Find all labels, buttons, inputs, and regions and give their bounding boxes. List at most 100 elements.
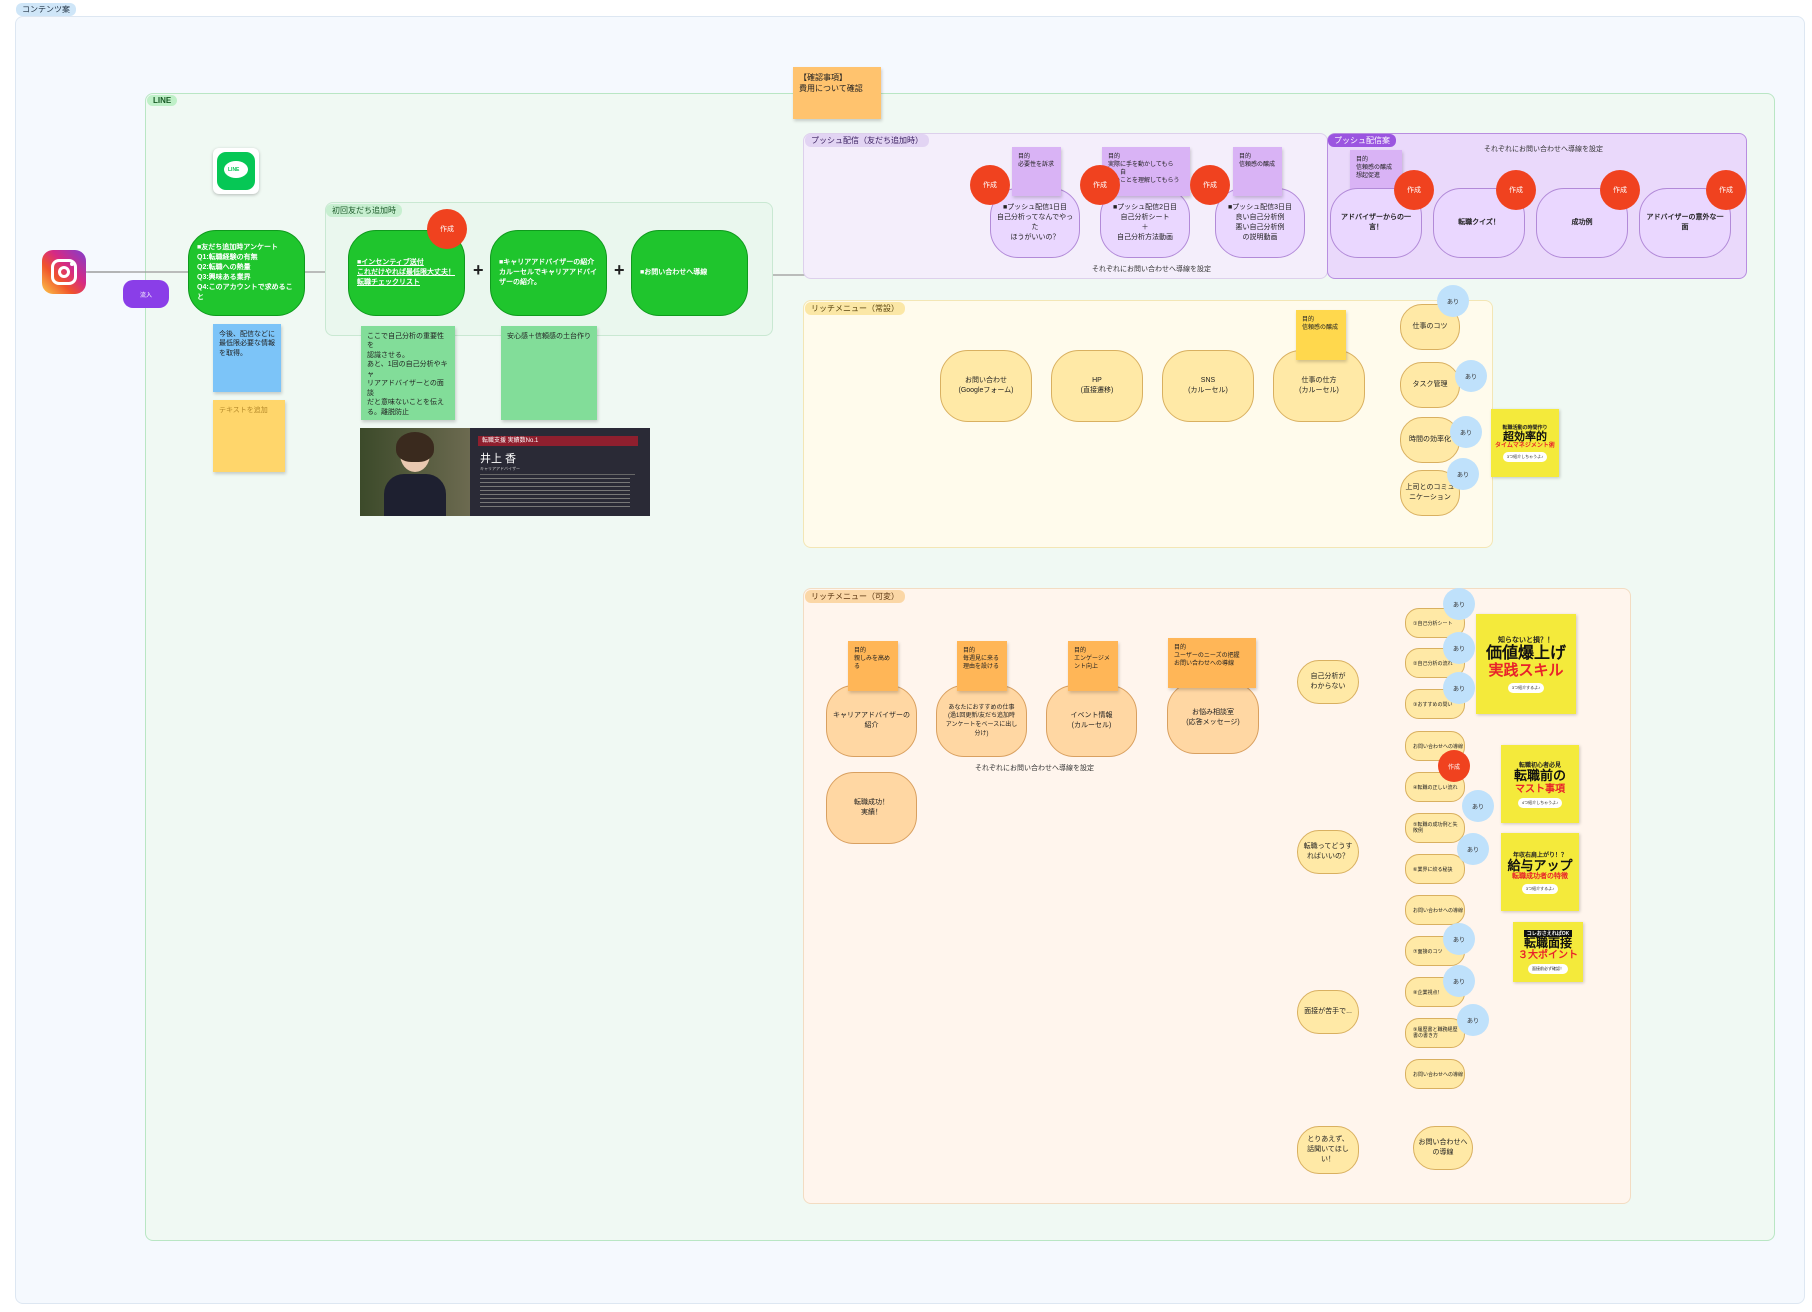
purpose-text: 目的 親しみを高め る: [854, 648, 891, 671]
push-day1-node[interactable]: ■プッシュ配信1日目 自己分析ってなんでやった ほうがいいの？: [990, 188, 1080, 258]
create-badge: 作成: [1190, 165, 1230, 205]
thumb-caption: 知らないと損？！: [1498, 637, 1554, 645]
thumb-headline: 転職面接: [1523, 935, 1572, 950]
create-badge: 作成: [1496, 170, 1536, 210]
content-thumbnail[interactable]: 転職初心者必見 転職前の マスト事項 4つ紹介しちゃうよ♪: [1501, 745, 1579, 823]
rich-fixed-child[interactable]: タスク管理: [1400, 362, 1460, 408]
rich-fixed-node[interactable]: 仕事の仕方 (カルーセル): [1273, 350, 1365, 422]
green-sticky-note[interactable]: 安心感＋信頼感の土台作り: [501, 326, 597, 420]
purpose-sticky[interactable]: 目的 信頼感の醸成: [1296, 310, 1346, 360]
purpose-text: 目的 実際に手を動かしてもらい、自 分のことを理解してもらう: [1108, 154, 1180, 185]
purpose-sticky[interactable]: 目的 親しみを高め る: [848, 641, 898, 691]
create-badge: 作成: [1600, 170, 1640, 210]
rich-fixed-node[interactable]: HP (直接遷移): [1051, 350, 1143, 422]
rich-variable-node[interactable]: キャリアアドバイザーの 紹介: [826, 685, 917, 757]
advisor-profile-card: 転職支援 実績数No.1 井上 香 キャリアアドバイザー: [360, 428, 650, 516]
leaf-node[interactable]: ⑤転職の成功例と失 敗例: [1405, 813, 1465, 843]
instagram-icon: [42, 250, 86, 294]
purpose-text: 目的 毎週見に来る 理由を設ける: [963, 648, 1000, 671]
leaf-node[interactable]: お問い合わせへの導線: [1405, 895, 1465, 925]
leaf-node[interactable]: お問い合わせへ の導線: [1413, 1126, 1473, 1170]
leaf-node[interactable]: ⑥業界に絞る秘訣: [1405, 854, 1465, 884]
purpose-sticky[interactable]: 目的 エンゲージメ ント向上: [1068, 641, 1118, 691]
blue-sticky-note[interactable]: 今後、配信などに 最低限必要な情報 を取得。: [213, 324, 281, 392]
leaf-node[interactable]: ④転職の正しい流れ: [1405, 772, 1465, 802]
green-sticky-note[interactable]: ここで自己分析の重要性を 認識させる。 あと、1回の自己分析やキャ リアアドバイ…: [361, 326, 455, 420]
purpose-text: 目的 信頼感の醸成 想起促進: [1356, 157, 1393, 180]
line-section-label: LINE: [147, 95, 178, 106]
create-badge: 作成: [970, 165, 1010, 205]
confirm-sticky-note[interactable]: 【確認事項】 費用について確認: [793, 67, 881, 119]
push-plan-label: プッシュ配信案: [1328, 134, 1396, 147]
thumb-pill: 4つ紹介しちゃうよ♪: [1517, 797, 1563, 808]
ari-badge: あり: [1457, 833, 1489, 865]
ari-badge: あり: [1443, 632, 1475, 664]
plus-sign: +: [473, 260, 484, 280]
inquiry-lead-node[interactable]: ■お問い合わせへ導線: [631, 230, 748, 316]
purpose-text: 目的 信頼感の醸成: [1239, 154, 1276, 169]
rich-fixed-node[interactable]: お問い合わせ (Googleフォーム): [940, 350, 1032, 422]
ari-badge: あり: [1455, 360, 1487, 392]
leaf-node[interactable]: ⑨履歴書と職務経歴 書の書き方: [1405, 1018, 1465, 1048]
ari-badge: あり: [1443, 588, 1475, 620]
thumb-subline: ３大ポイント: [1518, 950, 1578, 962]
thumb-headline: 給与アップ: [1507, 858, 1573, 873]
create-badge: 作成: [1394, 170, 1434, 210]
thumb-subline: 転職成功者の特徴: [1512, 873, 1568, 881]
plus-sign: +: [614, 260, 625, 280]
branch-node[interactable]: 面接が苦手で...: [1297, 990, 1359, 1034]
content-thumbnail[interactable]: 転職活動の時間作り 超効率的 タイムマネジメント術 3つ紹介しちゃうよ♪: [1491, 409, 1559, 477]
profile-role: キャリアアドバイザー: [480, 466, 520, 471]
ari-badge: あり: [1443, 923, 1475, 955]
purpose-text: 目的 必要性を訴求: [1018, 154, 1055, 169]
thumb-headline: 超効率的: [1503, 430, 1547, 443]
rich-variable-node[interactable]: イベント情報 (カルーセル): [1046, 685, 1137, 757]
rich-variable-node[interactable]: あなたにおすすめの仕事 (過1回更新/友だち追加時 アンケートをベースに出し 分…: [936, 685, 1027, 757]
purpose-sticky[interactable]: 目的 毎週見に来る 理由を設ける: [957, 641, 1007, 691]
rich-variable-footer: それぞれにお問い合わせへ導線を設定: [975, 765, 1094, 772]
line-app-icon: LINE: [213, 148, 259, 194]
ari-badge: あり: [1462, 790, 1494, 822]
first-friend-label: 初回友だち追加時: [326, 204, 402, 217]
push-day3-node[interactable]: ■プッシュ配信3日目 良い自己分析例 悪い自己分析例 の説明動画: [1215, 188, 1305, 258]
advisor-intro-node[interactable]: ■キャリアアドバイザーの紹介 カルーセルでキャリアアドバイ ザーの紹介。: [490, 230, 607, 316]
yellow-sticky-note[interactable]: テキストを追加: [213, 400, 285, 472]
push-footer-note: それぞれにお問い合わせへ導線を設定: [1092, 266, 1211, 273]
leaf-node[interactable]: お問い合わせへの導線: [1405, 731, 1465, 761]
branch-node[interactable]: とりあえず、 話聞いてほし い！: [1297, 1126, 1359, 1174]
push-day2-node[interactable]: ■プッシュ配信2日目 自己分析シート ＋ 自己分析方法動画: [1100, 188, 1190, 258]
rich-variable-node[interactable]: お悩み相談室 (応答メッセージ): [1167, 682, 1259, 754]
create-badge: 作成: [1080, 165, 1120, 205]
ari-badge: あり: [1437, 285, 1469, 317]
rich-fixed-child[interactable]: 時間の効率化: [1400, 417, 1460, 463]
rich-fixed-frame: [803, 300, 1493, 548]
thumb-subline: タイムマネジメント術: [1495, 442, 1555, 449]
ari-badge: あり: [1447, 458, 1479, 490]
ari-badge: あり: [1450, 416, 1482, 448]
purpose-sticky[interactable]: 目的 信頼感の醸成: [1233, 147, 1282, 196]
content-thumbnail[interactable]: 年収右肩上がり！？ 給与アップ 転職成功者の特徴 3つ紹介するよ♪: [1501, 833, 1579, 911]
ari-badge: あり: [1457, 1004, 1489, 1036]
thumb-pill: 面接前必ず確認！: [1528, 964, 1568, 975]
rich-fixed-node[interactable]: SNS (カルーセル): [1162, 350, 1254, 422]
success-node[interactable]: 転職成功！ 実績！: [826, 772, 917, 844]
purpose-sticky[interactable]: 目的 ユーザーのニーズの把握 お問い合わせへの導線: [1168, 638, 1256, 688]
branch-node[interactable]: 転職ってどうす ればいいの？: [1297, 830, 1359, 874]
green-note-text: ここで自己分析の重要性を 認識させる。 あと、1回の自己分析やキャ リアアドバイ…: [367, 333, 448, 416]
rich-fixed-label: リッチメニュー（常設）: [805, 302, 905, 315]
survey-node[interactable]: ■友だち追加時アンケート Q1:転職経験の有無 Q2:転職への熱量 Q3:興味あ…: [188, 230, 305, 316]
thumb-pill: 3つ紹介するよ♪: [1521, 883, 1559, 894]
board-title: コンテンツ案: [16, 3, 76, 16]
content-thumbnail[interactable]: 知らないと損？！ 価値爆上げ 実践スキル 3つ紹介するよ♪: [1476, 614, 1576, 714]
thumb-caption: 転職活動の時間作り: [1502, 424, 1548, 431]
advisor-photo: [360, 428, 470, 516]
content-thumbnail[interactable]: コレおさえればOK 転職面接 ３大ポイント 面接前必ず確認！: [1513, 922, 1583, 982]
thumb-pill: 3つ紹介しちゃうよ♪: [1502, 452, 1548, 463]
thumb-headline: 価値爆上げ: [1485, 645, 1566, 663]
branch-node[interactable]: 自己分析が わからない: [1297, 660, 1359, 704]
thumb-caption: 転職初心者必見: [1518, 763, 1561, 770]
push-section-label: プッシュ配信（友だち追加時）: [805, 134, 929, 147]
leaf-node[interactable]: お問い合わせへの導線: [1405, 1059, 1465, 1089]
purpose-sticky[interactable]: 目的 必要性を訴求: [1012, 147, 1061, 196]
create-badge: 作成: [1438, 750, 1470, 782]
